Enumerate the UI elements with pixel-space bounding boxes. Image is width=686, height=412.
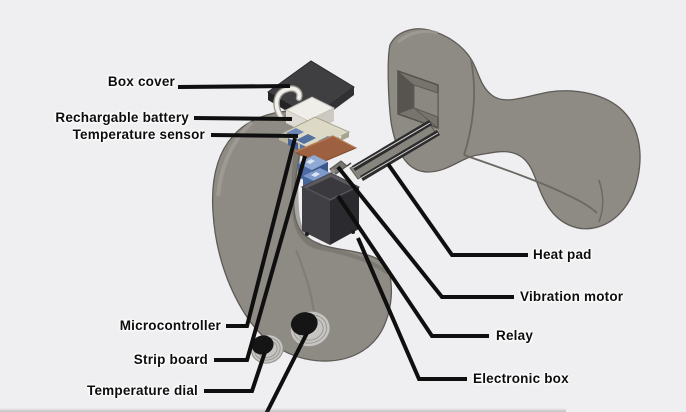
leader-vibration-motor — [336, 165, 514, 299]
label-temperature-dial: Temperature dial — [87, 383, 198, 398]
leader-temperature-dial — [204, 351, 267, 393]
heat-pad-part — [349, 120, 440, 181]
label-microcontroller: Microcontroller — [119, 318, 221, 333]
temperature-dial-part — [250, 334, 284, 364]
upper-handle-part — [387, 28, 641, 230]
label-heat-pad: Heat pad — [533, 247, 592, 262]
leader-rechargable-battery — [193, 116, 293, 121]
leader-electronic-box — [356, 237, 467, 381]
leader-temperature-sensor — [210, 133, 299, 138]
bottom-edge-shadow — [0, 408, 566, 412]
label-rechargable-battery: Rechargable battery — [55, 110, 189, 125]
leader-strip-board — [214, 155, 307, 362]
label-electronic-box: Electronic box — [473, 371, 569, 386]
label-temperature-sensor: Temperature sensor — [72, 127, 205, 142]
leader-microcontroller — [226, 137, 297, 328]
label-relay: Relay — [496, 328, 534, 343]
label-strip-board: Strip board — [133, 352, 208, 367]
large-dial-part — [289, 310, 331, 348]
leader-offscreen-dial — [264, 332, 309, 412]
handle-pocket — [397, 70, 439, 129]
label-vibration-motor: Vibration motor — [520, 289, 624, 304]
leader-heat-pad — [386, 162, 528, 257]
electronic-box-part — [300, 172, 361, 245]
battery-cable — [273, 85, 303, 121]
leader-box-cover — [177, 84, 291, 89]
label-box-cover: Box cover — [107, 74, 175, 89]
leader-relay — [336, 194, 489, 338]
